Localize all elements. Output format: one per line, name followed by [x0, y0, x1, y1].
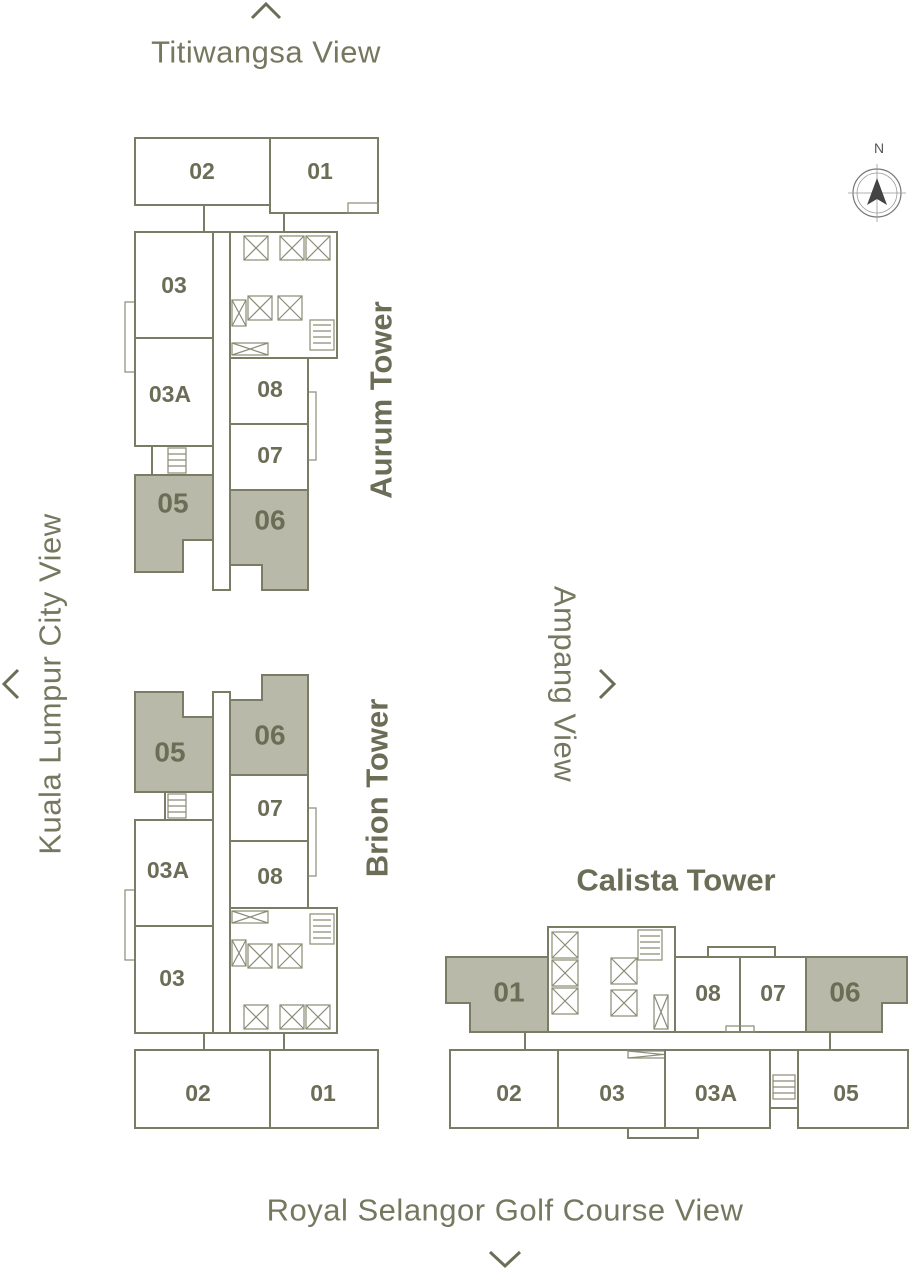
- unit-label: 06: [829, 977, 860, 1008]
- chevron-down-icon: [488, 1250, 522, 1269]
- unit-label: 08: [257, 863, 283, 889]
- tower-name-brion: Brion Tower: [360, 699, 395, 878]
- unit-label: 01: [493, 977, 524, 1008]
- tower-name-aurum: Aurum Tower: [364, 301, 399, 499]
- unit-05-highlighted[interactable]: [134, 691, 214, 793]
- unit-01-highlighted[interactable]: [445, 956, 549, 1033]
- chevron-up-icon: [250, 1, 282, 20]
- brion-tower-plan: 05 06 07 08 03A 03 02 01 Brion Tower: [124, 674, 395, 1129]
- unit-label: 05: [157, 488, 188, 519]
- view-label-west: Kuala Lumpur City View: [33, 513, 68, 854]
- unit-03[interactable]: [134, 231, 214, 339]
- unit-label: 06: [254, 720, 285, 751]
- unit-label: 03: [159, 965, 185, 991]
- unit-02[interactable]: [449, 1049, 559, 1129]
- view-label-south: Royal Selangor Golf Course View: [267, 1193, 744, 1228]
- compass-icon: N: [848, 140, 906, 222]
- unit-label: 02: [185, 1080, 211, 1106]
- calista-tower-plan: Calista Tower 01 08 07 06 02 03 03A 05: [445, 863, 909, 1139]
- unit-label: 02: [189, 158, 215, 184]
- unit-02[interactable]: [134, 1049, 271, 1129]
- unit-label: 03: [599, 1080, 625, 1106]
- unit-label: 03A: [147, 857, 189, 883]
- unit-01[interactable]: [269, 137, 379, 214]
- tower-name-calista: Calista Tower: [576, 863, 775, 898]
- unit-label: 03A: [695, 1080, 737, 1106]
- view-label-north: Titiwangsa View: [151, 35, 381, 70]
- unit-07[interactable]: [229, 774, 309, 842]
- unit-label: 03: [161, 272, 187, 298]
- unit-label: 01: [310, 1080, 336, 1106]
- unit-01[interactable]: [269, 1049, 379, 1129]
- unit-label: 08: [257, 376, 283, 402]
- unit-03a[interactable]: [664, 1049, 771, 1129]
- unit-label: 05: [154, 737, 185, 768]
- unit-05-highlighted[interactable]: [134, 474, 214, 573]
- chevron-right-icon: [598, 668, 617, 700]
- unit-02[interactable]: [134, 137, 271, 206]
- unit-07[interactable]: [229, 423, 309, 491]
- unit-label: 07: [760, 980, 786, 1006]
- unit-label: 05: [833, 1080, 859, 1106]
- unit-label: 08: [695, 980, 721, 1006]
- unit-label: 06: [254, 505, 285, 536]
- unit-05[interactable]: [797, 1049, 909, 1129]
- unit-03[interactable]: [134, 925, 214, 1034]
- unit-08[interactable]: [229, 840, 309, 909]
- unit-label: 07: [257, 442, 283, 468]
- unit-06-highlighted[interactable]: [805, 956, 908, 1033]
- chevron-left-icon: [1, 668, 20, 700]
- unit-06-highlighted[interactable]: [229, 489, 309, 591]
- unit-08[interactable]: [229, 357, 309, 425]
- unit-label: 07: [257, 795, 283, 821]
- unit-label: 02: [496, 1080, 522, 1106]
- aurum-tower-plan: 02 01 03 03A 08 07 05 06 Aurum Tower: [124, 137, 399, 591]
- unit-label: 03A: [149, 381, 191, 407]
- unit-label: 01: [307, 158, 333, 184]
- view-label-east: Ampang View: [548, 586, 583, 782]
- compass-north-label: N: [874, 140, 884, 156]
